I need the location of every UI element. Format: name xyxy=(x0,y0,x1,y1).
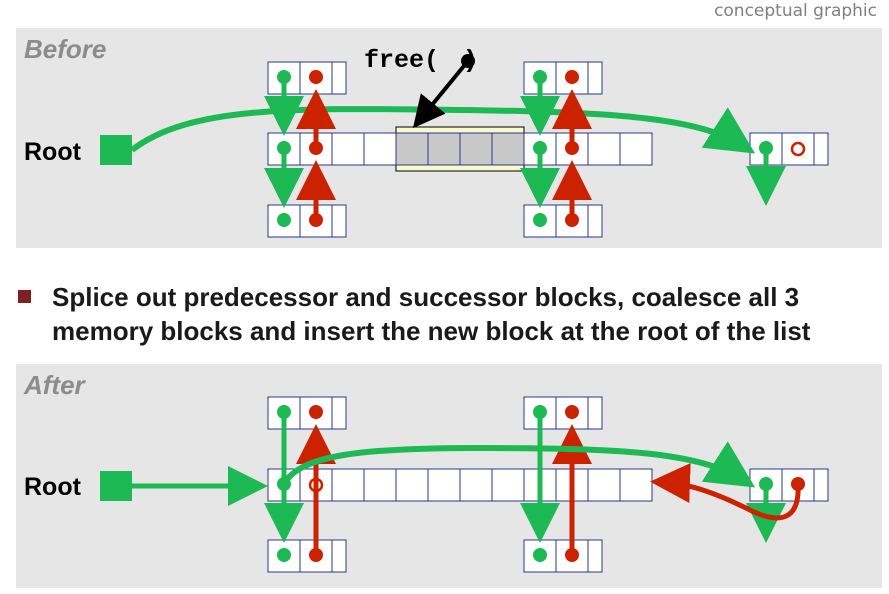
after-coalesced-block xyxy=(267,468,653,502)
free-pointer-arrow xyxy=(412,59,470,129)
before-diagram xyxy=(100,54,829,238)
bullet-line-1: Splice out predecessor and successor blo… xyxy=(52,282,800,312)
bullet-marker xyxy=(18,290,31,303)
after-new-block-next-arrow xyxy=(281,441,756,488)
before-freed-block xyxy=(395,126,525,172)
corner-label: conceptual graphic xyxy=(714,1,877,21)
after-root-square xyxy=(100,471,132,501)
after-succ-next-block xyxy=(523,539,603,573)
bullet-line-2: memory blocks and insert the new block a… xyxy=(52,316,811,346)
after-root-label: Root xyxy=(24,473,81,501)
before-root-label: Root xyxy=(24,138,81,166)
after-list-head-prev-arrow xyxy=(650,463,801,521)
before-title: Before xyxy=(24,34,107,64)
before-root-arrow xyxy=(130,106,756,154)
after-diagram xyxy=(100,396,829,573)
bullet-text: Splice out predecessor and successor blo… xyxy=(52,280,810,348)
after-title: After xyxy=(24,370,85,400)
before-root-square xyxy=(100,135,132,165)
